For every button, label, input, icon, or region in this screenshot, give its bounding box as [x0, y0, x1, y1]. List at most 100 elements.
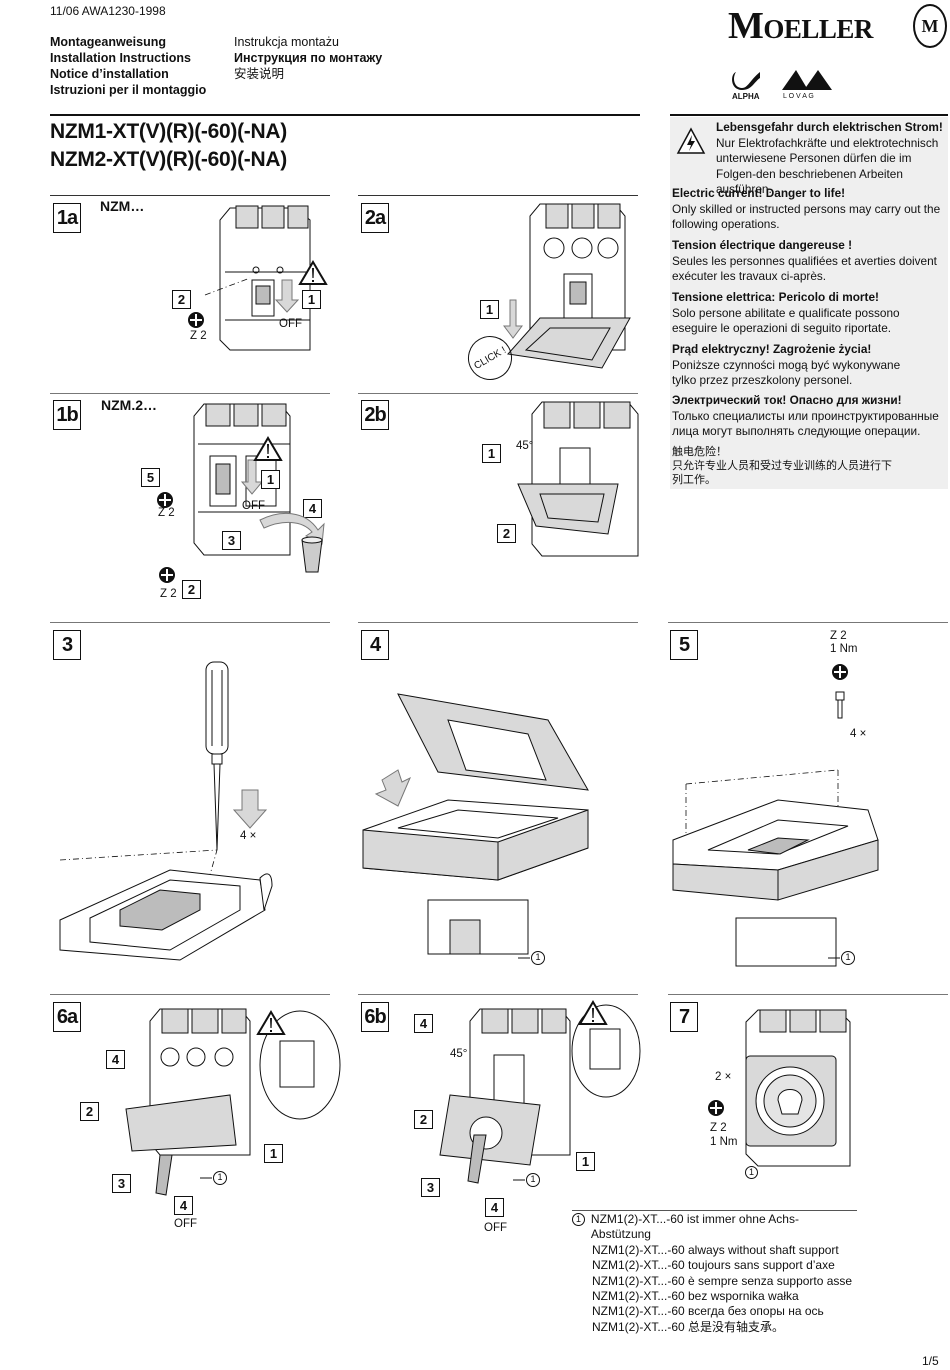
header-title: Installation Instructions — [50, 51, 191, 65]
warning-heading: Tension électrique dangereuse ! — [672, 238, 853, 252]
callout-4: 4 — [106, 1050, 125, 1069]
handle-mounting-illustration — [125, 1008, 341, 1196]
step-badge-5: 5 — [670, 630, 698, 660]
callout-2: 2 — [497, 524, 516, 543]
warning-heading: Tensione elettrica: Pericolo di morte! — [672, 290, 879, 304]
header-titles-left: Montageanweisung Installation Instructio… — [50, 34, 206, 98]
angle-label: 45° — [450, 1048, 468, 1060]
header-rule — [50, 114, 640, 116]
reference-number: 1 — [748, 1167, 754, 1177]
tool-label: Z 2 — [830, 630, 847, 642]
step-badge-3: 3 — [53, 630, 81, 660]
footnote-line: NZM1(2)-XT...-60 è sempre senza supporto… — [592, 1273, 853, 1288]
footnote-line: NZM1(2)-XT...-60 toujours sans support d… — [592, 1258, 835, 1273]
count-label: 4 × — [240, 830, 257, 842]
callout-2: 2 — [182, 580, 201, 599]
section-rule — [358, 994, 638, 995]
step-caption: NZM.2… — [101, 397, 157, 413]
header-title: Notice d’installation — [50, 67, 169, 81]
screwdriver-base-illustration — [59, 661, 273, 961]
breaker-with-cover-illustration — [507, 203, 631, 369]
warning-triangle-icon — [253, 436, 283, 461]
count-label: 2 × — [715, 1071, 732, 1083]
warning-block-it: Tensione elettrica: Pericolo di morte! S… — [672, 290, 946, 337]
step-badge-4: 4 — [361, 630, 389, 660]
section-rule — [358, 195, 638, 196]
step-badge-1a: 1a — [53, 203, 81, 233]
section-rule — [358, 393, 638, 394]
torque-label: 1 Nm — [830, 643, 858, 655]
callout-2: 2 — [80, 1102, 99, 1121]
reference-marker-icon — [518, 951, 545, 965]
screw-icon — [832, 664, 848, 719]
disposal-arrow-bin-icon — [259, 512, 325, 573]
header-title: 安装说明 — [234, 67, 285, 81]
footnote-line: NZM1(2)-XT...-60 always without shaft su… — [592, 1242, 839, 1257]
warning-text: Nur Elektrofachkräfte und elektrotechnis… — [716, 135, 939, 197]
reference-marker-icon — [828, 951, 855, 965]
brand-seal-letter: M — [921, 15, 939, 36]
reference-marker-icon — [513, 1173, 540, 1187]
tool-label: Z 2 — [190, 330, 207, 342]
off-label: OFF — [174, 1218, 197, 1230]
header-titles-right: Instrukcja montażu Инструкция по монтажу… — [234, 34, 382, 82]
footnote-line: 1 NZM1(2)-XT...-60 ist immer ohne Achs-Ab… — [572, 1212, 857, 1243]
document-code: 11/06 AWA1230-1998 — [50, 4, 166, 18]
callout-1: 1 — [480, 300, 499, 319]
phillips-screw-icon — [159, 567, 175, 583]
breaker-cover-open-illustration — [517, 401, 639, 557]
section-rule — [668, 994, 948, 995]
breaker-illustration-1a — [204, 205, 311, 351]
warning-triangle-icon — [578, 1000, 608, 1025]
reference-number: 1 — [535, 952, 541, 962]
reference-marker-icon — [200, 1171, 227, 1185]
warning-heading: Prąd elektryczny! Zagrożenie życia! — [672, 342, 872, 356]
step-badge-2b: 2b — [361, 400, 389, 430]
warning-heading: Электрический ток! Опасно для жизни! — [672, 393, 902, 407]
brand-wordmark: Moeller — [728, 5, 873, 47]
header-title: Instrukcja montażu — [234, 35, 339, 49]
frame-mounting-illustration — [672, 769, 879, 967]
header-title: Montageanweisung — [50, 35, 166, 49]
warning-heading: Electric current! Danger to life! — [672, 186, 846, 200]
step-badge-2a: 2a — [361, 203, 389, 233]
section-rule — [50, 994, 330, 995]
footnote-line: NZM1(2)-XT...-60 总是没有轴支承。 — [592, 1319, 785, 1334]
phillips-screw-icon — [708, 1100, 724, 1116]
callout-3: 3 — [112, 1174, 131, 1193]
header-rule-right — [670, 114, 948, 116]
footnotes: 1 NZM1(2)-XT...-60 ist immer ohne Achs-Ab… — [572, 1212, 857, 1335]
callout-5: 5 — [141, 468, 160, 487]
page-number: 1/5 — [922, 1354, 939, 1368]
lovag-logo-label: L O V A G — [783, 93, 814, 100]
callout-4: 4 — [174, 1196, 193, 1215]
step-badge-6b: 6b — [361, 1002, 389, 1032]
warning-block-pl: Prąd elektryczny! Zagrożenie życia! Poni… — [672, 342, 902, 389]
product-title-line: NZM1-XT(V)(R)(-60)(-NA) — [50, 120, 287, 143]
warning-text: Poniższe czynności mogą być wykonywane t… — [672, 357, 901, 388]
off-label: OFF — [242, 500, 265, 512]
footnote-marker: 1 — [572, 1213, 585, 1226]
warning-text: Только специалисты или проинструктирован… — [672, 408, 939, 439]
warning-heading: 触电危险！ — [672, 446, 727, 458]
off-label: OFF — [279, 318, 302, 330]
header-title: Инструкция по монтажу — [234, 51, 383, 65]
alpha-logo-label: ALPHA — [732, 92, 760, 101]
rotary-handle-illustration — [745, 1009, 851, 1167]
warning-heading: Lebensgefahr durch elektrischen Strom! — [716, 120, 943, 134]
off-label: OFF — [484, 1222, 507, 1234]
warning-block-fr: Tension électrique dangereuse ! Seules l… — [672, 238, 946, 285]
safety-warning-panel: Lebensgefahr durch elektrischen Strom! N… — [670, 117, 948, 489]
callout-1: 1 — [264, 1144, 283, 1163]
angle-label: 45° — [516, 440, 534, 452]
header-title: Istruzioni per il montaggio — [50, 83, 207, 97]
footnote-text: NZM1(2)-XT...-60 ist immer ohne Achs-Abs… — [590, 1212, 799, 1242]
phillips-screw-icon — [188, 312, 204, 328]
reference-number: 1 — [217, 1172, 223, 1182]
warning-block-zh: 触电危险！ 只允许专业人员和受过专业训练的人员进行下列工作。 — [672, 445, 892, 487]
step-badge-7: 7 — [670, 1002, 698, 1032]
warning-text: Only skilled or instructed persons may c… — [672, 201, 941, 232]
callout-4: 4 — [414, 1014, 433, 1033]
section-rule — [50, 195, 330, 196]
warning-text: Solo persone abilitate e qualificate pos… — [672, 305, 900, 336]
